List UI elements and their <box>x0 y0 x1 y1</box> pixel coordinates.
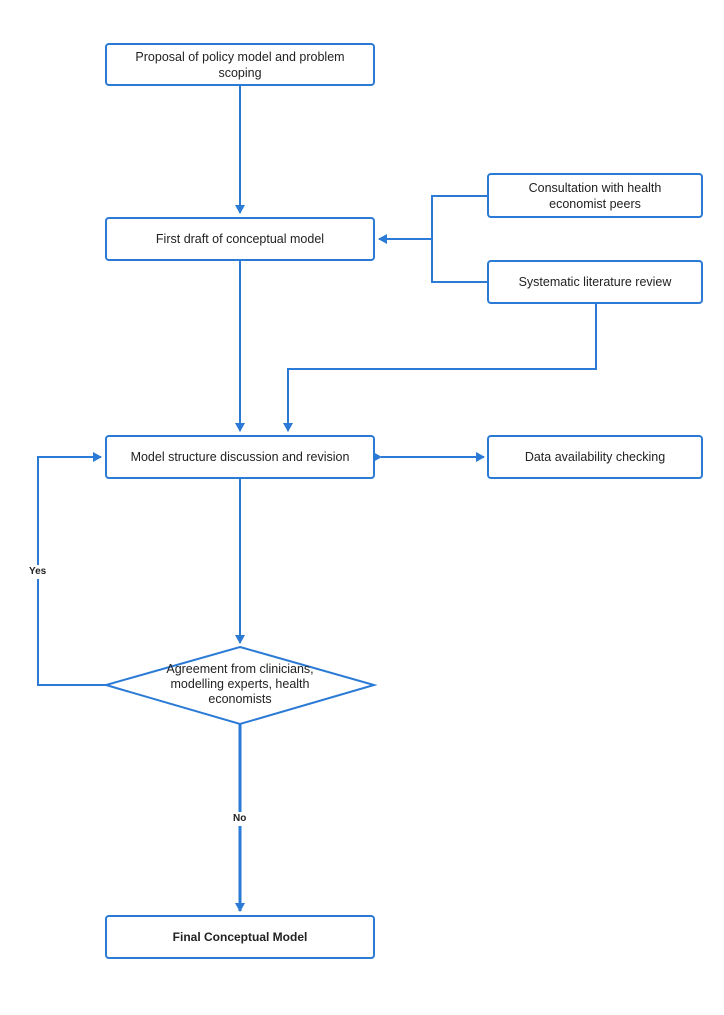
edge-label-no: No <box>231 812 249 826</box>
node-final: Final Conceptual Model <box>105 915 375 959</box>
node-proposal: Proposal of policy model and problem sco… <box>105 43 375 86</box>
edge-literature-to-discussion <box>283 304 597 432</box>
node-final-label: Final Conceptual Model <box>172 930 308 944</box>
node-consultation: Consultation with health economist peers <box>487 173 703 218</box>
node-literature: Systematic literature review <box>487 260 703 304</box>
node-data-check: Data availability checking <box>487 435 703 479</box>
node-consultation-label: Consultation with health economist peers <box>528 180 662 211</box>
node-first-draft: First draft of conceptual model <box>105 217 375 261</box>
agreement-decision-diamond <box>102 645 378 726</box>
agreement-decision-label: Agreement from clinicians, modelling exp… <box>166 662 314 706</box>
edge-consultation-bracket <box>431 195 487 283</box>
node-first-draft-label: First draft of conceptual model <box>155 232 325 246</box>
node-data-check-label: Data availability checking <box>524 450 666 464</box>
node-discussion: Model structure discussion and revision <box>105 435 375 479</box>
edge-label-yes: Yes <box>27 565 49 579</box>
node-discussion-label: Model structure discussion and revision <box>130 450 350 464</box>
node-literature-label: Systematic literature review <box>518 275 672 289</box>
node-proposal-label: Proposal of policy model and problem sco… <box>135 49 345 80</box>
